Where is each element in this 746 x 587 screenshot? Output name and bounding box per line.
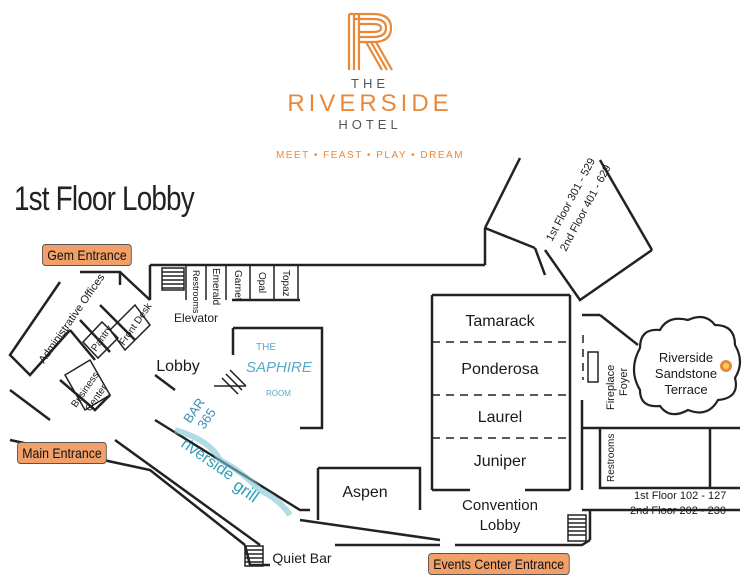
river-ribbon [174, 427, 293, 517]
room-ponderosa: Ponderosa [461, 361, 538, 378]
saphire-the: THE [256, 342, 276, 353]
stairs-icon [161, 267, 185, 291]
terrace-line2: Sandstone [655, 366, 717, 381]
brand-the: THE [351, 76, 389, 91]
room-quiet-bar: Quiet Bar [272, 550, 331, 566]
riverside-r-logo-icon [347, 12, 393, 71]
east-wing-2nd: 2nd Floor 202 - 230 [630, 505, 726, 517]
north-wing-wall [543, 248, 653, 302]
saphire-wall [233, 326, 324, 430]
admin-wall [69, 329, 96, 361]
right-wall [598, 428, 740, 490]
room-pantry: Pantry [89, 324, 115, 354]
admin-wall [59, 379, 111, 412]
main-wall [114, 438, 261, 547]
north-wing-wall [484, 226, 536, 250]
room-topaz: Topaz [280, 270, 291, 297]
room-fireplace-foyer-1: Fireplace [605, 365, 617, 410]
terrace-line3: Terrace [664, 382, 707, 397]
room-lobby: Lobby [156, 358, 200, 375]
hotel-logo: THE RIVERSIDE HOTEL [250, 10, 490, 132]
admin-wall [8, 281, 71, 377]
right-wall [599, 314, 639, 346]
room-juniper: Juniper [474, 453, 527, 470]
north-wing-wall [533, 247, 547, 276]
north-wing-wall [483, 157, 522, 229]
room-restrooms-right: Restrooms [606, 434, 617, 482]
terrace-line1: Riverside [659, 350, 713, 365]
admin-wall [9, 389, 51, 421]
convention-lobby-line1: Convention [462, 497, 538, 514]
room-tamarack: Tamarack [465, 313, 535, 330]
north-wing-wall [598, 159, 654, 251]
bottom-wall [299, 518, 441, 542]
admin-wall [79, 319, 111, 353]
brand-tagline: MEET • FEAST • PLAY • DREAM [275, 150, 465, 161]
main-entrance-label: Main Entrance [17, 442, 108, 464]
stairs-icon [244, 545, 264, 567]
events-center-entrance-label: Events Center Entrance [428, 553, 570, 575]
bottom-right-wall [455, 538, 591, 547]
saphire-room: ROOM [266, 389, 291, 398]
gem-entrance-label: Gem Entrance [42, 244, 132, 266]
room-restrooms-top: Restrooms [191, 270, 201, 314]
aspen-wall [318, 466, 422, 510]
room-elevator: Elevator [174, 311, 218, 325]
brand-name: RIVERSIDE [287, 90, 453, 117]
room-opal: Opal [256, 272, 267, 293]
room-fireplace-foyer-2: Foyer [618, 368, 630, 396]
page-title: 1st Floor Lobby [14, 180, 195, 218]
saphire-name: SAPHIRE [246, 359, 313, 376]
riverside-grill-b: grill [230, 476, 263, 507]
brand-hotel: HOTEL [338, 117, 402, 132]
fireplace-icon [587, 351, 599, 383]
room-aspen: Aspen [342, 484, 387, 501]
bar-365-logo: BAR 365 [180, 395, 219, 432]
lobby-wall [154, 374, 176, 391]
saphire-room-logo: THE SAPHIRE ROOM [246, 342, 313, 398]
east-wing-1st: 1st Floor 102 - 127 [634, 490, 726, 502]
room-garnet: Garnet [232, 270, 243, 301]
room-emerald: Emerald [210, 268, 221, 305]
room-laurel: Laurel [478, 409, 522, 426]
convention-lobby-line2: Lobby [480, 517, 521, 534]
terrace-outline [632, 315, 742, 416]
fire-pit-icon [723, 363, 729, 369]
stairs-icon [567, 514, 587, 542]
stairs-icon [214, 369, 247, 395]
lobby-wall [154, 418, 310, 512]
